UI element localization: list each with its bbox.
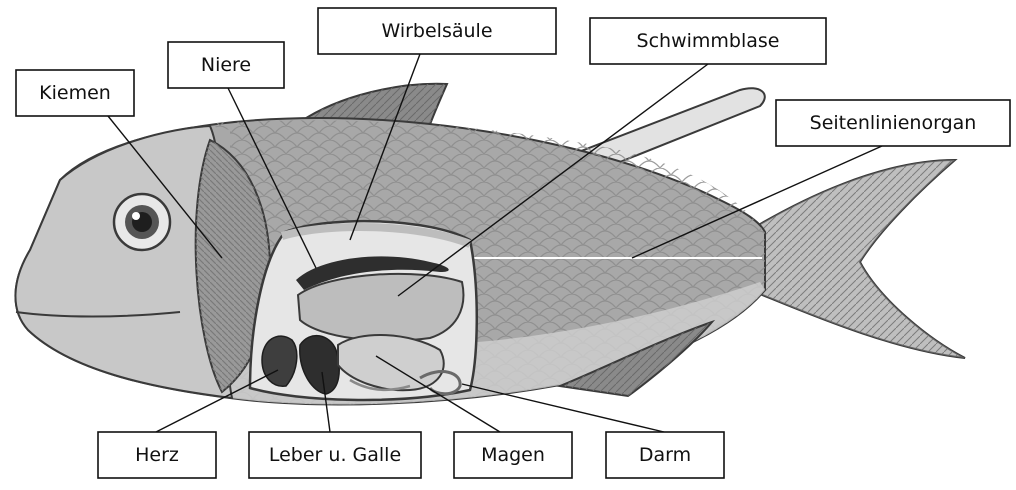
liver-gall [299,335,340,395]
leader-darm [461,383,665,433]
leader-leber [321,371,331,433]
leader-lines [107,53,883,433]
label-leber-galle: Leber u. Galle [269,444,401,466]
leader-niere [227,87,317,269]
label-magen-box: Magen [453,431,573,479]
kidney [296,256,449,290]
leader-wirbelsaeule [349,53,421,241]
leader-seitenlinienorgan [631,145,883,259]
label-seitenlinienorgan-box: Seitenlinienorgan [775,99,1011,147]
swim-bladder [296,272,465,342]
label-wirbelsaeule-box: Wirbelsäule [317,7,557,55]
stomach [337,333,445,392]
label-darm-box: Darm [605,431,725,479]
label-darm: Darm [639,444,691,466]
fish-illustration [14,82,966,406]
label-kiemen: Kiemen [39,82,111,104]
label-herz-box: Herz [97,431,217,479]
label-magen: Magen [481,444,545,466]
leader-herz [155,369,279,433]
leader-kiemen [107,115,223,259]
label-niere-box: Niere [167,41,285,89]
leader-schwimmblase [397,63,709,297]
intestine [419,370,462,396]
label-kiemen-box: Kiemen [15,69,135,117]
label-schwimmblase: Schwimmblase [637,30,780,52]
label-leber-galle-box: Leber u. Galle [248,431,422,479]
fish-head [14,124,234,400]
spine [280,222,472,248]
leader-magen [375,355,501,433]
label-niere: Niere [201,54,251,76]
label-seitenlinienorgan: Seitenlinienorgan [810,112,977,134]
label-herz: Herz [135,444,179,466]
label-wirbelsaeule: Wirbelsäule [381,20,492,42]
heart [261,335,298,387]
label-schwimmblase-box: Schwimmblase [589,17,827,65]
